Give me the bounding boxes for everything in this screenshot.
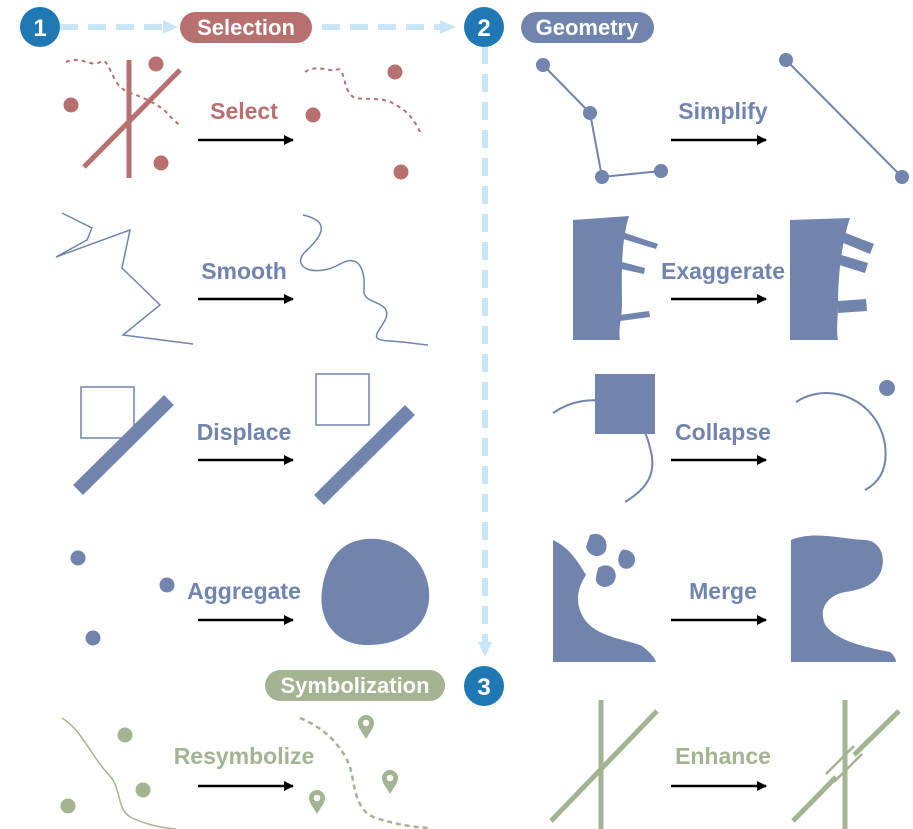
- exaggerate-label: Exaggerate: [661, 258, 785, 284]
- selection-title: Selection: [197, 15, 295, 40]
- collapse-label: Collapse: [675, 419, 771, 445]
- collapse-before: [552, 374, 655, 503]
- displace-before: [73, 386, 174, 495]
- step-2: 2 Geometry: [464, 7, 654, 47]
- step-1: 1 Selection: [20, 7, 312, 47]
- aggregate-before: [70, 550, 175, 646]
- symbolization-title: Symbolization: [280, 673, 429, 698]
- select-after: [304, 64, 423, 180]
- geometry-title: Geometry: [536, 15, 639, 40]
- step-number: 1: [33, 15, 46, 42]
- simplify-before: [536, 58, 668, 184]
- displace-after: [314, 373, 415, 505]
- step-number-badge: [464, 7, 504, 47]
- exaggerate-after: [790, 218, 874, 340]
- resymbolize-after: [299, 715, 431, 829]
- aggregate-after: [321, 538, 430, 646]
- map-pin-icon: [358, 715, 374, 739]
- displace-label: Displace: [197, 419, 292, 445]
- resymbolize-label: Resymbolize: [174, 743, 315, 769]
- symbolization-pill: [265, 670, 445, 701]
- enhance-label: Enhance: [675, 743, 771, 769]
- smooth-label: Smooth: [201, 258, 287, 284]
- step-number-badge: [464, 666, 504, 706]
- step-number: 3: [477, 674, 490, 701]
- collapse-after: [795, 380, 895, 491]
- merge-label: Merge: [689, 578, 757, 604]
- enhance-before: [549, 700, 659, 829]
- step-3: Symbolization 3: [265, 666, 504, 706]
- aggregate-label: Aggregate: [187, 578, 301, 604]
- simplify-after: [779, 53, 909, 184]
- map-pin-icon: [309, 790, 325, 814]
- select-before: [63, 56, 182, 178]
- enhance-after: [791, 700, 901, 829]
- operation-labels: Select Smooth Displace Aggregate Resymbo…: [174, 98, 785, 769]
- geometry-pill: [521, 12, 654, 43]
- select-label: Select: [210, 98, 278, 124]
- exaggerate-before: [573, 216, 658, 340]
- merge-before: [553, 533, 656, 662]
- smooth-after: [299, 214, 429, 346]
- merge-after: [791, 535, 896, 662]
- simplify-label: Simplify: [678, 98, 768, 124]
- step-number: 2: [477, 15, 490, 42]
- map-pin-icon: [382, 770, 398, 794]
- flow-arrows: [60, 20, 492, 657]
- selection-pill: [180, 12, 312, 43]
- smooth-before: [55, 212, 194, 345]
- resymbolize-before: [60, 717, 177, 829]
- operation-arrows: [198, 135, 767, 791]
- step-number-badge: [20, 7, 60, 47]
